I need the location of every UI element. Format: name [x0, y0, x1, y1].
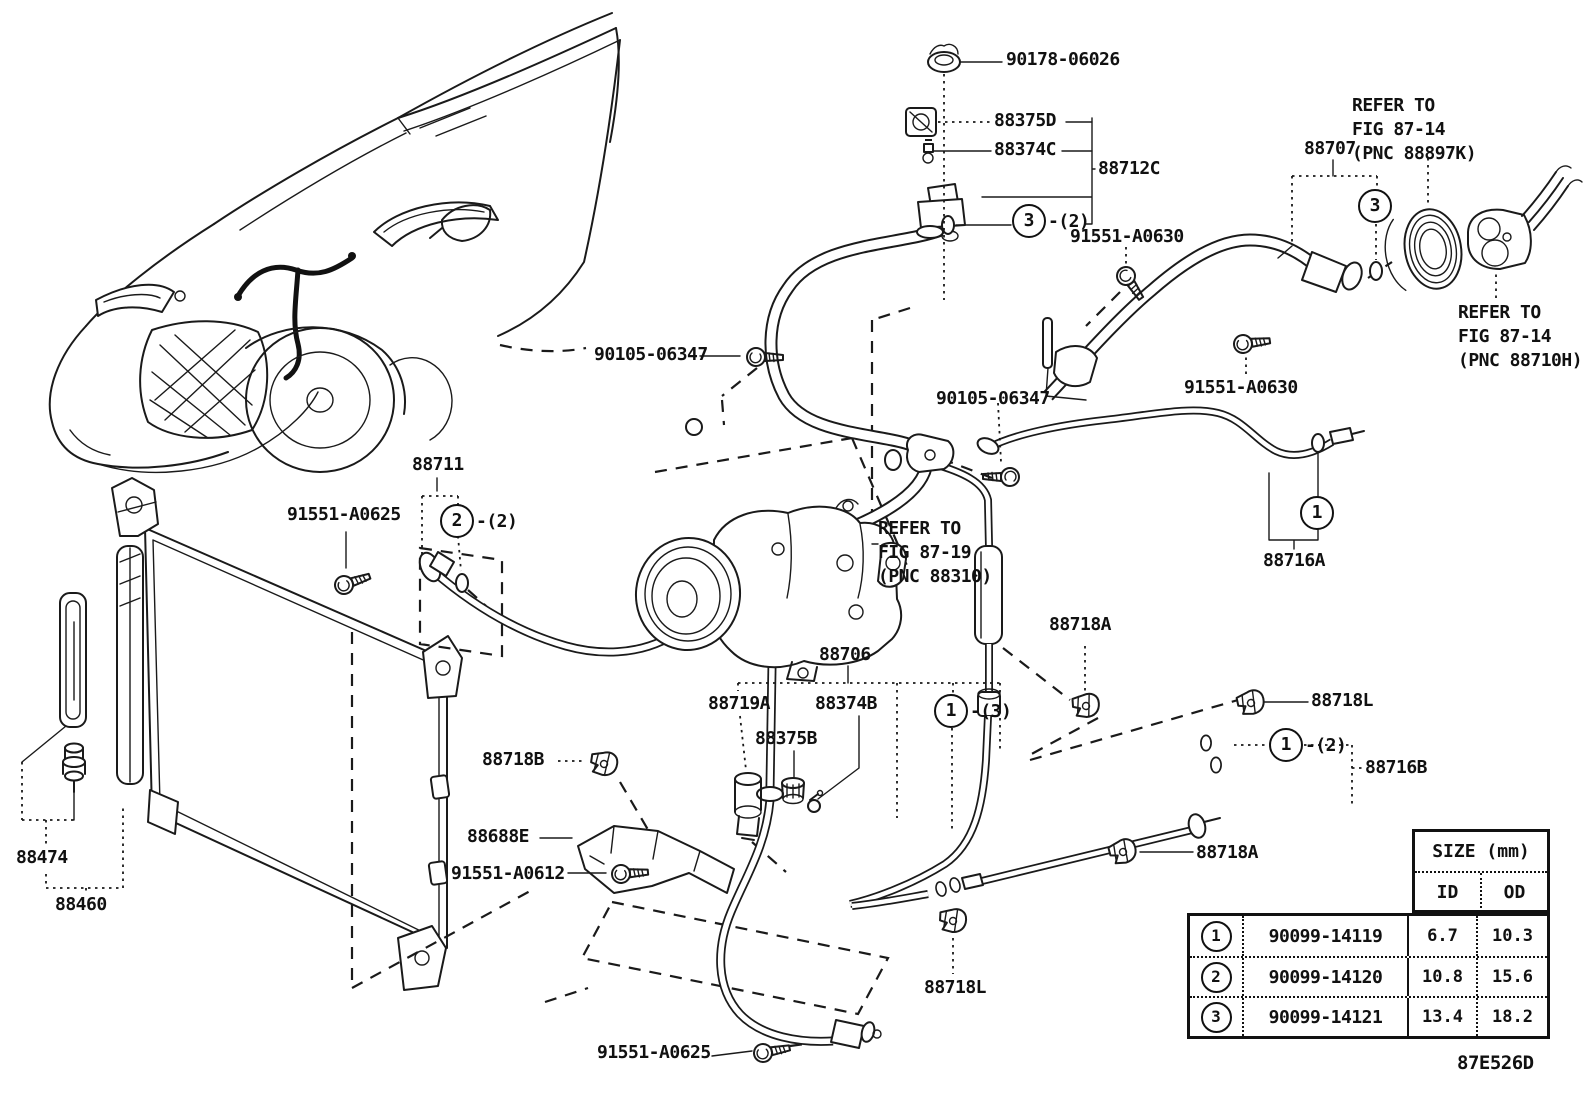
leader-lines	[21, 61, 1497, 1057]
size-table-row: 3 90099-14121 13.4 18.2	[1190, 996, 1547, 1036]
size-table-header: SIZE (mm) ID OD	[1412, 829, 1550, 913]
part-label-88374B: 88374B	[815, 693, 878, 714]
part-label-91551-A0625-1: 91551-A0625	[287, 504, 401, 525]
callout-1-qty2: 1 -(2)	[1269, 728, 1347, 762]
row-part-number: 90099-14120	[1244, 958, 1409, 996]
part-label-88712C: 88712C	[1098, 158, 1161, 179]
part-label-91551-A0630-1: 91551-A0630	[1070, 226, 1184, 247]
note-line: (PNC 88310)	[878, 566, 992, 587]
note-line: REFER TO	[878, 518, 961, 539]
row-part-number: 90099-14121	[1244, 998, 1409, 1036]
part-label-88716B: 88716B	[1365, 757, 1428, 778]
note-line: (PNC 88897K)	[1352, 143, 1477, 164]
row-callout-circle: 1	[1200, 920, 1232, 952]
part-label-91551-A0630-2: 91551-A0630	[1184, 377, 1298, 398]
car-drawing	[48, 12, 621, 474]
size-table-col-id: ID	[1415, 873, 1482, 912]
note-line: (PNC 88710H)	[1458, 350, 1583, 371]
part-label-88718A-1: 88718A	[1049, 614, 1112, 635]
callout-2-qty2: 2 -(2)	[440, 504, 518, 538]
note-line: FIG 87-14	[1352, 119, 1446, 140]
note-line: REFER TO	[1458, 302, 1541, 323]
bolt-icons	[331, 262, 1272, 1065]
part-label-90105-06347-1: 90105-06347	[594, 344, 708, 365]
part-label-90178-06026: 90178-06026	[1006, 49, 1120, 70]
note-line: FIG 87-19	[878, 542, 972, 563]
note-line: REFER TO	[1352, 95, 1435, 116]
callout-3: 3	[1358, 189, 1392, 223]
callout-qty: -(2)	[476, 510, 518, 532]
size-table-row: 2 90099-14120 10.8 15.6	[1190, 956, 1547, 996]
callout-circle: 2	[440, 504, 474, 538]
part-label-88718L-2: 88718L	[924, 977, 987, 998]
part-label-88718A-2: 88718A	[1196, 842, 1259, 863]
callout-circle: 1	[1300, 496, 1334, 530]
callout-circle: 1	[934, 694, 968, 728]
part-label-90105-06347-2: 90105-06347	[936, 388, 1050, 409]
receiver-drier-parts-drawing	[59, 592, 87, 793]
row-callout-circle: 2	[1200, 961, 1232, 993]
part-label-88374C: 88374C	[994, 139, 1057, 160]
part-label-88707: 88707	[1304, 138, 1356, 159]
part-label-88719A: 88719A	[708, 693, 771, 714]
callout-qty: -(2)	[1305, 734, 1347, 756]
part-label-88375B: 88375B	[755, 728, 818, 749]
callout-qty: -(2)	[1048, 210, 1090, 232]
callout-1-qty3: 1 -(3)	[934, 694, 1012, 728]
note-refer-fig87-19-88310: REFER TO FIG 87-19 (PNC 88310)	[878, 517, 992, 589]
row-id-mm: 10.8	[1409, 958, 1478, 996]
part-label-88688E: 88688E	[467, 826, 530, 847]
part-label-88706: 88706	[819, 644, 871, 665]
size-table-title: SIZE (mm)	[1415, 832, 1547, 873]
size-table-body: 1 90099-14119 6.7 10.3 2 90099-14120 10.…	[1187, 913, 1550, 1039]
row-callout-circle: 3	[1200, 1001, 1232, 1033]
part-label-88474: 88474	[16, 847, 68, 868]
callout-3-qty2: 3 -(2)	[1012, 204, 1090, 238]
row-part-number: 90099-14119	[1244, 916, 1409, 956]
part-label-88460: 88460	[55, 894, 107, 915]
part-label-91551-A0625-2: 91551-A0625	[597, 1042, 711, 1063]
size-table-col-od: OD	[1503, 882, 1526, 903]
note-refer-fig87-14-88710H: REFER TO FIG 87-14 (PNC 88710H)	[1458, 301, 1583, 373]
row-id-mm: 13.4	[1409, 998, 1478, 1036]
size-table-row: 1 90099-14119 6.7 10.3	[1190, 916, 1547, 956]
note-refer-fig87-14-88897K: REFER TO FIG 87-14 (PNC 88897K)	[1352, 94, 1477, 166]
note-line: FIG 87-14	[1458, 326, 1552, 347]
compressor-drawing	[634, 498, 907, 802]
figure-code: 87E526D	[1457, 1052, 1534, 1074]
part-label-88711: 88711	[412, 454, 464, 475]
condenser-drawing	[111, 477, 463, 991]
part-label-88716A: 88716A	[1263, 550, 1326, 571]
callout-circle: 3	[1012, 204, 1046, 238]
part-label-91551-A0612: 91551-A0612	[451, 863, 565, 884]
callout-qty: -(3)	[970, 700, 1012, 722]
row-od-mm: 18.2	[1492, 1007, 1533, 1027]
part-label-88718L-1: 88718L	[1311, 690, 1374, 711]
row-id-mm: 6.7	[1409, 916, 1478, 956]
row-od-mm: 10.3	[1492, 926, 1533, 946]
row-od-mm: 15.6	[1492, 967, 1533, 987]
callout-circle: 3	[1358, 189, 1392, 223]
part-label-88375D: 88375D	[994, 110, 1057, 131]
callout-circle: 1	[1269, 728, 1303, 762]
part-label-88718B: 88718B	[482, 749, 545, 770]
callout-1: 1	[1300, 496, 1334, 530]
fittings-drawing	[418, 43, 1583, 1049]
